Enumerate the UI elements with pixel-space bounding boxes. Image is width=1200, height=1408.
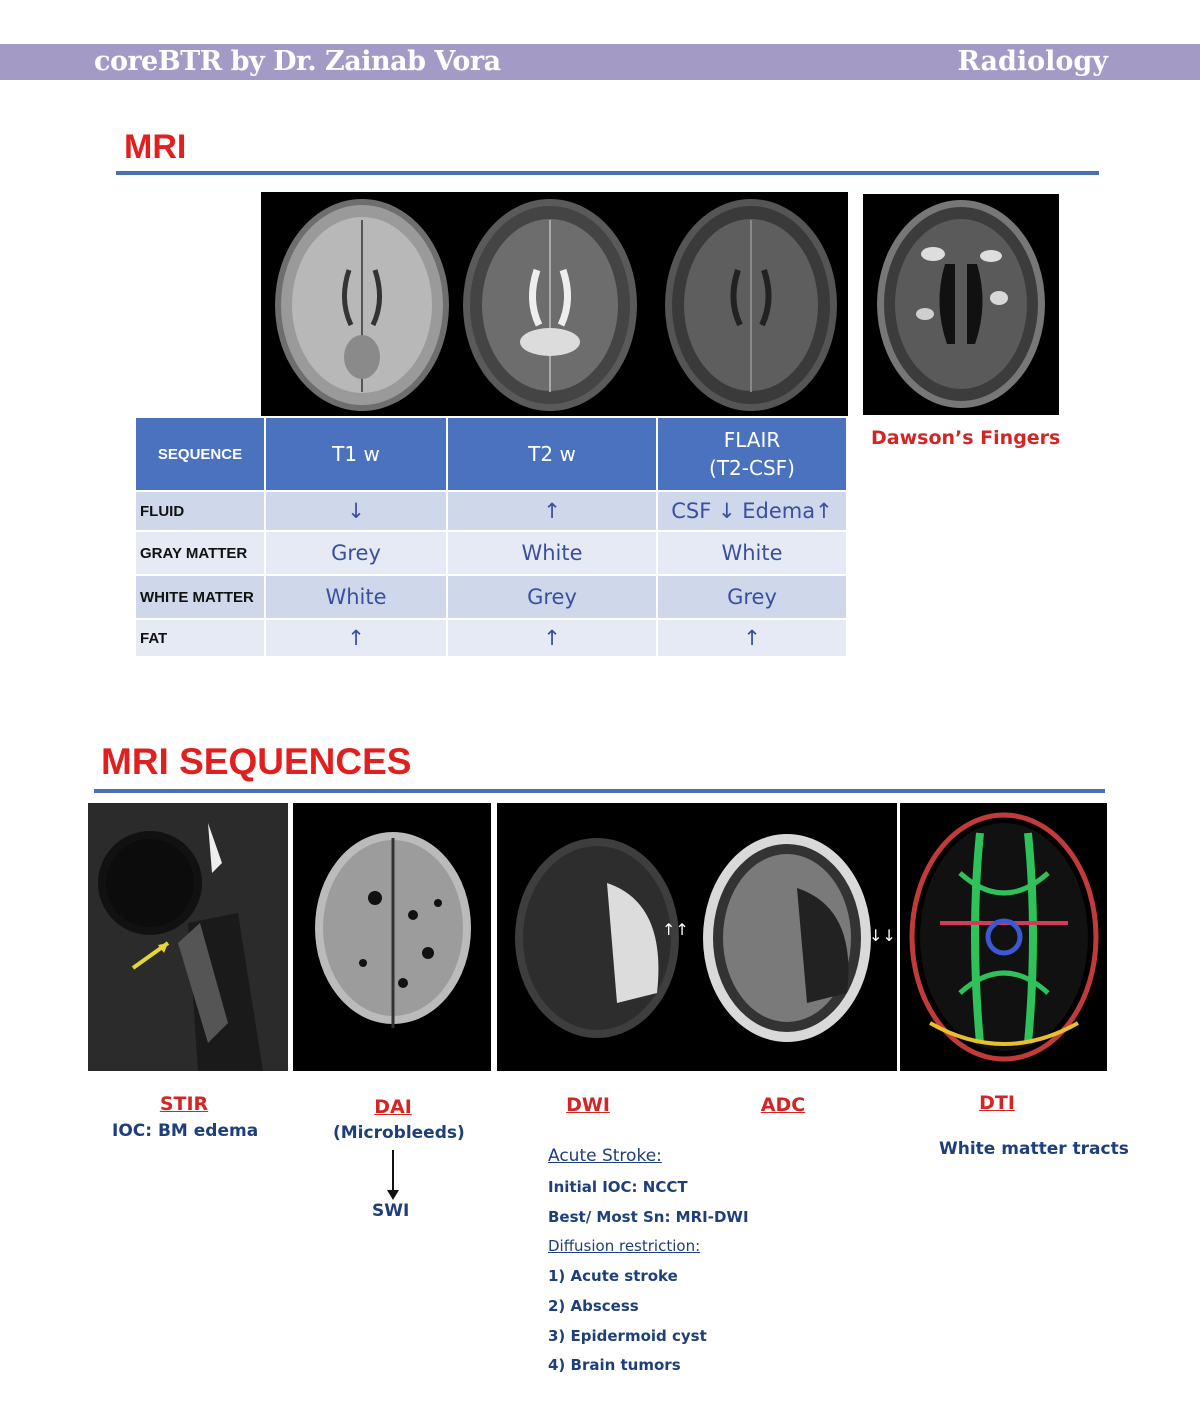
cell-flair: CSF ↓ Edema↑: [656, 490, 848, 532]
header-subject: Radiology: [957, 46, 1108, 77]
best-sn-note: Best/ Most Sn: MRI-DWI: [548, 1208, 749, 1226]
cell-t1: White: [264, 574, 448, 620]
header-flair: FLAIR (T2-CSF): [656, 416, 848, 492]
table-row: FLUID ↓ ↑ CSF ↓ Edema↑: [134, 490, 848, 532]
row-label: FLUID: [134, 490, 266, 532]
mri-section-title: MRI: [124, 128, 187, 166]
svg-text:↓↓: ↓↓: [869, 926, 896, 945]
row-label: WHITE MATTER: [134, 574, 266, 620]
dawsons-fingers-caption: Dawson’s Fingers: [871, 427, 1061, 449]
cell-t1: ↓: [264, 490, 448, 532]
table-header-row: SEQUENCE T1 w T2 w FLAIR (T2-CSF): [134, 416, 848, 492]
adc-label: ADC: [760, 1094, 806, 1116]
list-item: 2) Abscess: [548, 1297, 639, 1315]
stir-hip-mri-image: [88, 803, 288, 1071]
dai-swi-mri-image: [293, 803, 491, 1071]
cell-t2: ↑: [446, 618, 658, 658]
cell-flair: Grey: [656, 574, 848, 620]
acute-stroke-heading: Acute Stroke:: [548, 1146, 662, 1166]
stir-label: STIR: [159, 1093, 209, 1115]
diffusion-restriction-heading: Diffusion restriction:: [548, 1237, 701, 1255]
cell-t1: Grey: [264, 530, 448, 576]
table-row: FAT ↑ ↑ ↑: [134, 618, 848, 658]
initial-ioc-note: Initial IOC: NCCT: [548, 1178, 688, 1196]
table-row: WHITE MATTER White Grey Grey: [134, 574, 848, 620]
dai-note: (Microbleeds): [333, 1123, 465, 1143]
cell-t1: ↑: [264, 618, 448, 658]
swi-label: SWI: [372, 1201, 410, 1221]
cell-flair: White: [656, 530, 848, 576]
dti-label: DTI: [979, 1092, 1015, 1114]
row-label: FAT: [134, 618, 266, 658]
dti-tractography-image: [900, 803, 1107, 1071]
header-band: [0, 44, 1200, 80]
header-flair-line2: (T2-CSF): [709, 456, 795, 480]
list-item: 3) Epidermoid cyst: [548, 1327, 707, 1345]
dti-note: White matter tracts: [939, 1139, 1129, 1159]
dwi-label: DWI: [566, 1094, 610, 1116]
cell-t2: Grey: [446, 574, 658, 620]
cell-t2: ↑: [446, 490, 658, 532]
cell-flair: ↑: [656, 618, 848, 658]
header-t2w: T2 w: [446, 416, 658, 492]
sequences-section-title: MRI SEQUENCES: [101, 741, 412, 782]
sequences-title-rule: [94, 789, 1105, 793]
stir-note: IOC: BM edema: [112, 1121, 259, 1141]
dawsons-fingers-mri-image: [863, 194, 1059, 415]
header-sequence: SEQUENCE: [134, 416, 266, 492]
list-item: 1) Acute stroke: [548, 1267, 678, 1285]
cell-t2: White: [446, 530, 658, 576]
header-book-title: coreBTR by Dr. Zainab Vora: [94, 46, 501, 77]
dai-arrow-line: [392, 1150, 394, 1192]
mri-title-rule: [116, 171, 1099, 175]
svg-text:↑↑: ↑↑: [662, 920, 689, 939]
mri-sequence-table: SEQUENCE T1 w T2 w FLAIR (T2-CSF) FLUID …: [134, 416, 848, 658]
dai-label: DAI: [374, 1096, 412, 1118]
table-row: GRAY MATTER Grey White White: [134, 530, 848, 576]
t1-t2-flair-mri-images: [261, 192, 848, 416]
dai-arrow-head: [387, 1190, 399, 1200]
list-item: 4) Brain tumors: [548, 1356, 681, 1374]
dwi-adc-mri-images: ↑↑ ↓↓: [497, 803, 897, 1071]
header-t1w: T1 w: [264, 416, 448, 492]
row-label: GRAY MATTER: [134, 530, 266, 576]
header-flair-line1: FLAIR: [723, 428, 781, 452]
